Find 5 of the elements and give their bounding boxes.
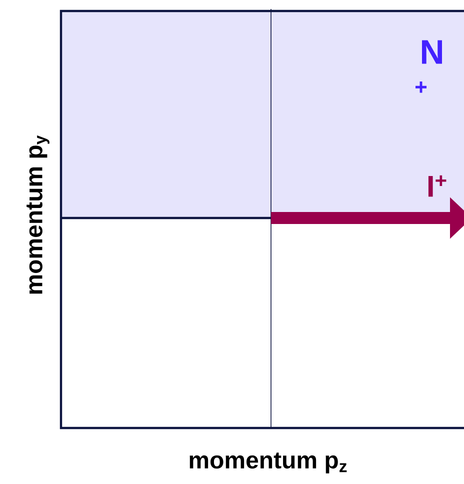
axis-label: momentum p$_{y}$: [26, 135, 50, 294]
particle-symbol: N: [422, 40, 442, 64]
particle-symbol: I$^{+}$: [428, 175, 446, 197]
charge-sign: +: [416, 82, 427, 93]
axis-label: momentum p$_{z}$: [190, 452, 347, 474]
